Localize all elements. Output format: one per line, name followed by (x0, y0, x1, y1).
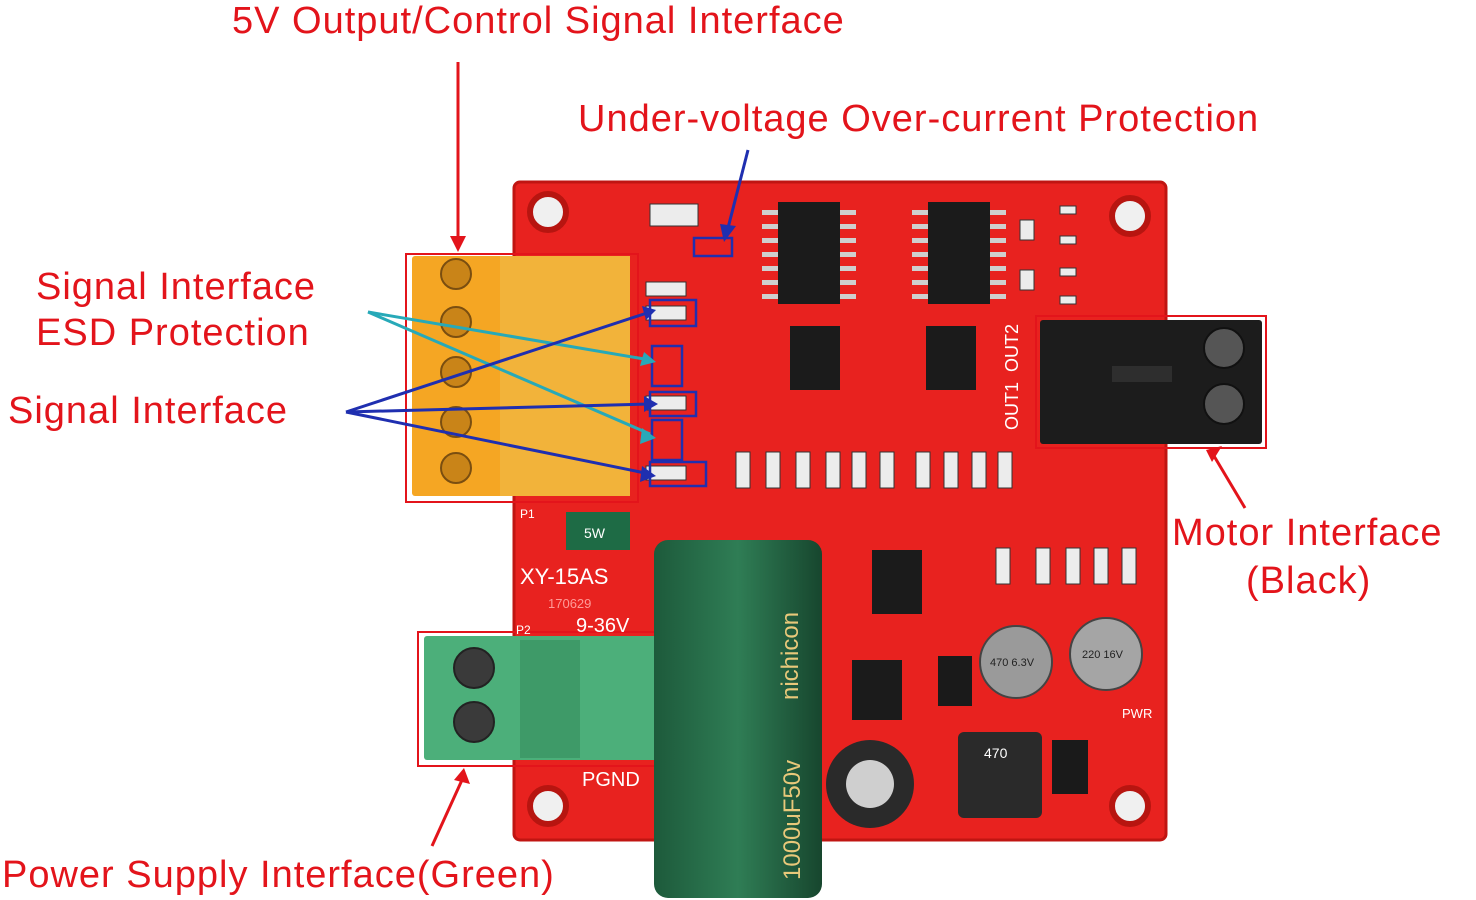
board-p1: P1 (520, 507, 535, 521)
board-pwr: PWR (1122, 706, 1152, 721)
label-motor-line1: Motor Interface (1172, 512, 1443, 554)
board-out1: OUT1 (1002, 382, 1022, 430)
label-signal-interface: Signal Interface (8, 390, 289, 432)
board-model: XY-15AS (520, 564, 608, 589)
small-capacitors (826, 617, 1143, 828)
cap-c26-label: 220 16V (1082, 649, 1124, 661)
cap-value: 1000uF50v (779, 760, 806, 880)
cap-c4-label: 470 6.3V (990, 657, 1035, 669)
label-esd-line1: Signal Interface (36, 266, 317, 308)
board-voltage: 9-36V (576, 615, 630, 637)
terminal-black (1035, 315, 1267, 449)
cap-brand: nichicon (777, 612, 804, 700)
fuse (566, 512, 630, 550)
label-under-voltage: Under-voltage Over-current Protection (578, 98, 1260, 140)
fuse-label: 5W (584, 525, 606, 541)
label-motor-line2: (Black) (1246, 560, 1372, 602)
ic-chips (762, 202, 1006, 720)
label-esd-line2: ESD Protection (36, 312, 310, 354)
arrows (345, 62, 1247, 847)
big-capacitor (654, 540, 822, 898)
label-output-control: 5V Output/Control Signal Interface (232, 0, 845, 42)
smd-components (645, 203, 1137, 585)
board-pgnd: PGND (582, 769, 640, 791)
terminal-green (417, 631, 663, 767)
board-date-code: 170629 (548, 596, 591, 611)
label-power-supply: Power Supply Interface(Green) (2, 854, 555, 896)
board-out2: OUT2 (1002, 324, 1022, 372)
inductor-label: 470 (984, 745, 1008, 761)
board-p2: P2 (516, 623, 531, 637)
